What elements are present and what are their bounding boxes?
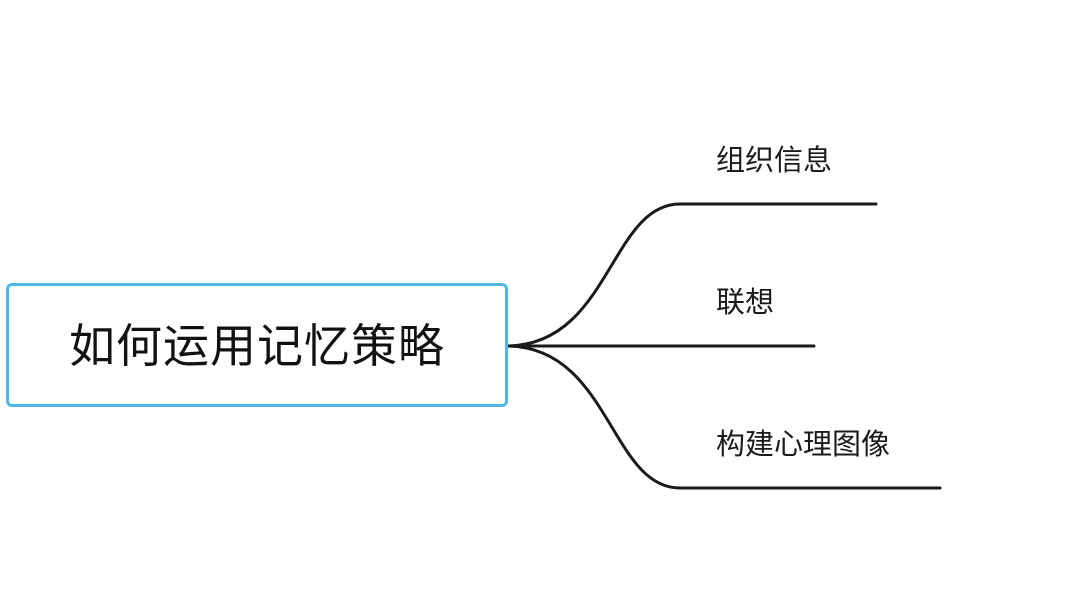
branch-connector-bottom bbox=[504, 344, 942, 490]
branch-connector-top bbox=[504, 202, 878, 348]
root-topic-label: 如何运用记忆策略 bbox=[69, 319, 445, 373]
branch-label-organize-information[interactable]: 组织信息 bbox=[716, 143, 833, 177]
root-topic-node[interactable]: 如何运用记忆策略 bbox=[6, 283, 508, 407]
branch-label-association[interactable]: 联想 bbox=[716, 285, 775, 319]
branch-label-mental-imagery[interactable]: 构建心理图像 bbox=[716, 427, 891, 461]
